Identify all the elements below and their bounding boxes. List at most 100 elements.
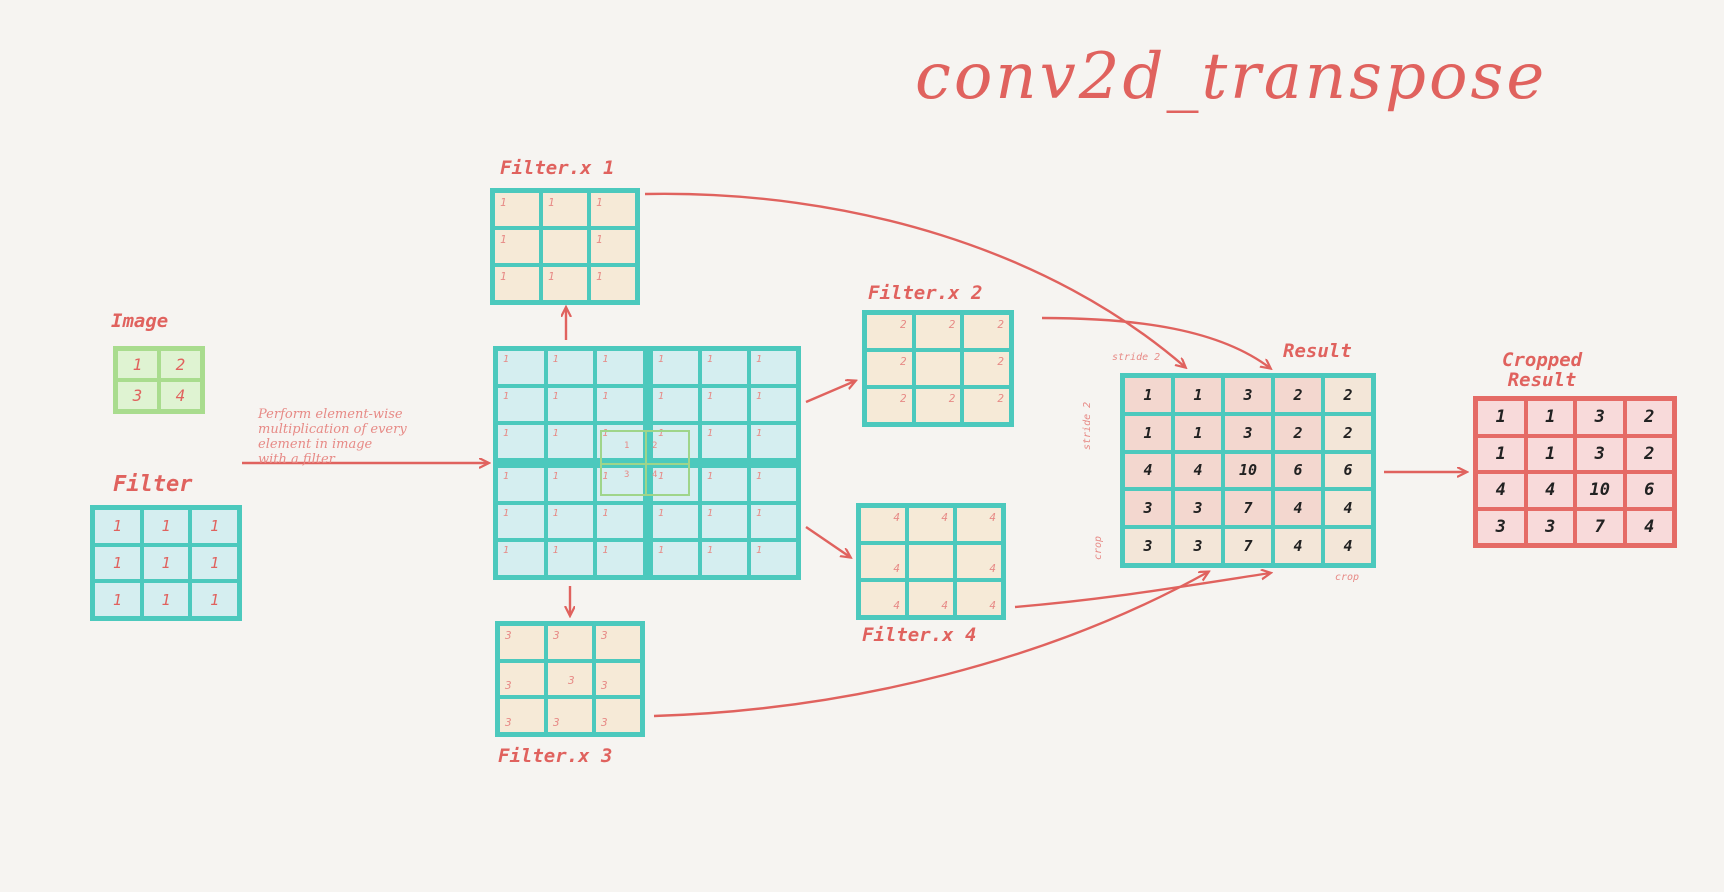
arrow-to-filter2 <box>805 381 855 404</box>
result-cell: 6 <box>1323 451 1373 490</box>
result-matrix: 1 1 3 2 2 1 1 3 2 2 4 4 10 6 6 3 3 7 4 4… <box>1120 373 1376 568</box>
result-cell: 3 <box>1123 489 1173 528</box>
expanded-cell: 1 <box>496 540 546 577</box>
result-label: Result <box>1283 340 1352 362</box>
filter-cell: 1 <box>190 581 239 618</box>
filter-x1-cell: 1 <box>493 228 541 265</box>
expanded-cell: 1 <box>651 466 700 503</box>
cropped-cell: 1 <box>1525 435 1575 472</box>
filter-cell: 1 <box>93 581 142 618</box>
filter-x2-cell: 2 <box>962 350 1011 387</box>
result-cell: 4 <box>1123 451 1173 490</box>
cropped-cell: 2 <box>1624 399 1674 436</box>
expanded-block-tr: 1 1 1 1 1 1 1 1 1 <box>648 346 801 463</box>
result-cell: 7 <box>1223 489 1273 528</box>
expanded-cell: 1 <box>651 423 700 460</box>
result-cell: 3 <box>1173 527 1223 565</box>
filter-x3-cell: 3 <box>498 660 546 698</box>
result-cell: 1 <box>1173 413 1223 452</box>
filter-x2-cell: 2 <box>913 387 963 424</box>
overlay-value: 4 <box>652 470 658 480</box>
expanded-cell: 1 <box>595 386 645 423</box>
image-cell: 3 <box>116 380 159 411</box>
result-cell: 4 <box>1173 451 1223 490</box>
expanded-cell: 1 <box>700 503 749 540</box>
filter-cell: 1 <box>93 508 142 545</box>
filter-x1-cell: 1 <box>589 265 637 302</box>
cropped-cell: 7 <box>1575 508 1625 545</box>
filter-matrix: 1 1 1 1 1 1 1 1 1 <box>90 505 242 621</box>
filter-x4-cell: 4 <box>859 580 907 617</box>
result-cell: 4 <box>1273 489 1323 528</box>
expanded-cell: 1 <box>749 503 798 540</box>
cropped-cell: 1 <box>1525 399 1575 436</box>
expanded-cell: 1 <box>595 349 645 386</box>
cropped-cell: 4 <box>1624 508 1674 545</box>
filter-x4-cell: 4 <box>859 506 907 543</box>
filter-x1-cell: 1 <box>589 228 637 265</box>
arrow-filter2-to-result <box>1041 316 1270 368</box>
filter-cell: 1 <box>141 581 191 618</box>
cropped-cell: 10 <box>1575 472 1625 509</box>
expanded-cell: 1 <box>651 349 700 386</box>
expanded-cell: 1 <box>700 423 749 460</box>
filter-x2-cell: 2 <box>913 313 963 350</box>
image-matrix: 1 2 3 4 <box>113 346 205 414</box>
result-cell: 3 <box>1173 489 1223 528</box>
cropped-cell: 1 <box>1476 435 1526 472</box>
expanded-cell: 1 <box>496 466 546 503</box>
filter-x2-cell: 2 <box>962 313 1011 350</box>
cropped-cell: 4 <box>1525 472 1575 509</box>
page-title: conv2d_transpose <box>915 40 1548 114</box>
filter-x1-cell: 1 <box>589 191 637 228</box>
expanded-cell: 1 <box>496 423 546 460</box>
filter-x3-cell: 3 <box>546 624 594 661</box>
expanded-cell: 1 <box>496 349 546 386</box>
result-cell: 1 <box>1123 413 1173 452</box>
filter-label: Filter <box>113 472 193 497</box>
filter-x2-cell: 2 <box>865 313 914 350</box>
expanded-cell: 1 <box>651 540 700 577</box>
filter-x1-matrix: 1 1 1 1 1 1 1 1 <box>490 188 640 305</box>
expanded-block-br: 1 1 1 1 1 1 1 1 1 <box>648 463 801 580</box>
filter-x4-cell: 4 <box>955 580 1003 617</box>
filter-x2-cell: 2 <box>865 350 914 387</box>
expanded-cell: 1 <box>595 503 645 540</box>
cropped-result-matrix: 1 1 3 2 1 1 3 2 4 4 10 6 3 3 7 4 <box>1473 396 1677 548</box>
cropped-cell: 1 <box>1476 399 1526 436</box>
result-cell: 3 <box>1123 527 1173 565</box>
stride-label-top: stride 2 <box>1112 352 1161 363</box>
arrow-to-filter4 <box>805 526 850 557</box>
expanded-cell: 1 <box>545 466 596 503</box>
result-cell: 2 <box>1273 376 1323 414</box>
filter-x1-cell <box>541 228 589 265</box>
expanded-cell: 1 <box>700 386 749 423</box>
filter-x4-cell: 4 <box>907 506 955 543</box>
expanded-cell: 1 <box>545 503 596 540</box>
filter-x3-cell: 3 <box>594 697 642 734</box>
cropped-cell: 2 <box>1624 435 1674 472</box>
cropped-cell: 6 <box>1624 472 1674 509</box>
filter-x4-matrix: 4 4 4 4 4 4 4 4 <box>856 503 1006 620</box>
expanded-cell: 1 <box>651 386 700 423</box>
image-label: Image <box>111 310 169 332</box>
filter-x4-label: Filter.x 4 <box>862 624 977 646</box>
result-cell: 4 <box>1323 489 1373 528</box>
result-cell: 3 <box>1223 376 1273 414</box>
expanded-cell: 1 <box>595 540 645 577</box>
overlay-divider-h <box>600 463 690 465</box>
result-cell: 4 <box>1273 527 1323 565</box>
cropped-cell: 3 <box>1476 508 1526 545</box>
filter-x1-cell: 1 <box>493 265 541 302</box>
expanded-cell: 1 <box>651 503 700 540</box>
filter-x1-cell: 1 <box>493 191 541 228</box>
expanded-cell: 1 <box>545 540 596 577</box>
cropped-result-label: Cropped Result <box>1502 349 1583 391</box>
filter-x4-cell: 4 <box>907 580 955 617</box>
filter-x1-label: Filter.x 1 <box>500 157 615 179</box>
result-cell: 2 <box>1323 376 1373 414</box>
expanded-cell: 1 <box>496 386 546 423</box>
image-cell: 4 <box>159 380 202 411</box>
